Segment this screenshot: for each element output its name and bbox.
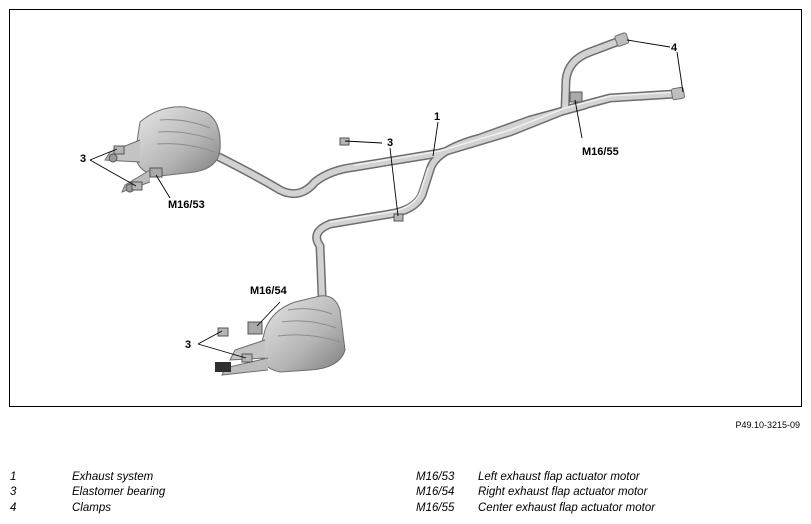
callout-m16-54: M16/54 xyxy=(250,285,288,297)
right-flap-motor xyxy=(247,321,263,335)
legend-key: 3 xyxy=(10,486,17,498)
legend-key: M16/55 xyxy=(416,502,455,514)
callout-m16-55: M16/55 xyxy=(582,146,619,158)
exhaust-diagram: 3 M16/53 3 1 4 M16/55 M16/54 3 xyxy=(80,32,685,376)
legend-desc: Clamps xyxy=(72,502,111,514)
legend-desc: Exhaust system xyxy=(72,471,154,483)
callout-4: 4 xyxy=(671,42,678,54)
callout-3-bottom: 3 xyxy=(185,339,191,351)
left-muffler xyxy=(104,106,221,193)
exhaust-diagram-frame: 3 M16/53 3 1 4 M16/55 M16/54 3 xyxy=(9,9,802,407)
legend-desc: Elastomer bearing xyxy=(72,486,166,498)
center-flap-motor xyxy=(569,91,583,103)
right-muffler xyxy=(215,295,346,376)
legend-desc: Center exhaust flap actuator motor xyxy=(478,502,656,514)
callout-3-left: 3 xyxy=(80,153,86,165)
legend-key: M16/53 xyxy=(416,471,455,483)
callout-1: 1 xyxy=(434,111,440,123)
left-flap-motor xyxy=(149,167,163,178)
legend-key: 4 xyxy=(10,502,17,514)
legend-desc: Left exhaust flap actuator motor xyxy=(478,471,640,483)
figure-code: P49.10-3215-09 xyxy=(735,420,800,430)
callout-m16-53: M16/53 xyxy=(168,199,205,211)
leader-lines xyxy=(89,39,684,359)
tailpipe-end-caps xyxy=(614,32,685,101)
callout-3-mid: 3 xyxy=(387,137,393,149)
legend-desc: Right exhaust flap actuator motor xyxy=(478,486,648,498)
legend-key: M16/54 xyxy=(416,486,455,498)
exhaust-pipes xyxy=(210,35,680,300)
elastomer-bearings xyxy=(113,137,404,363)
legend-key: 1 xyxy=(10,471,17,483)
